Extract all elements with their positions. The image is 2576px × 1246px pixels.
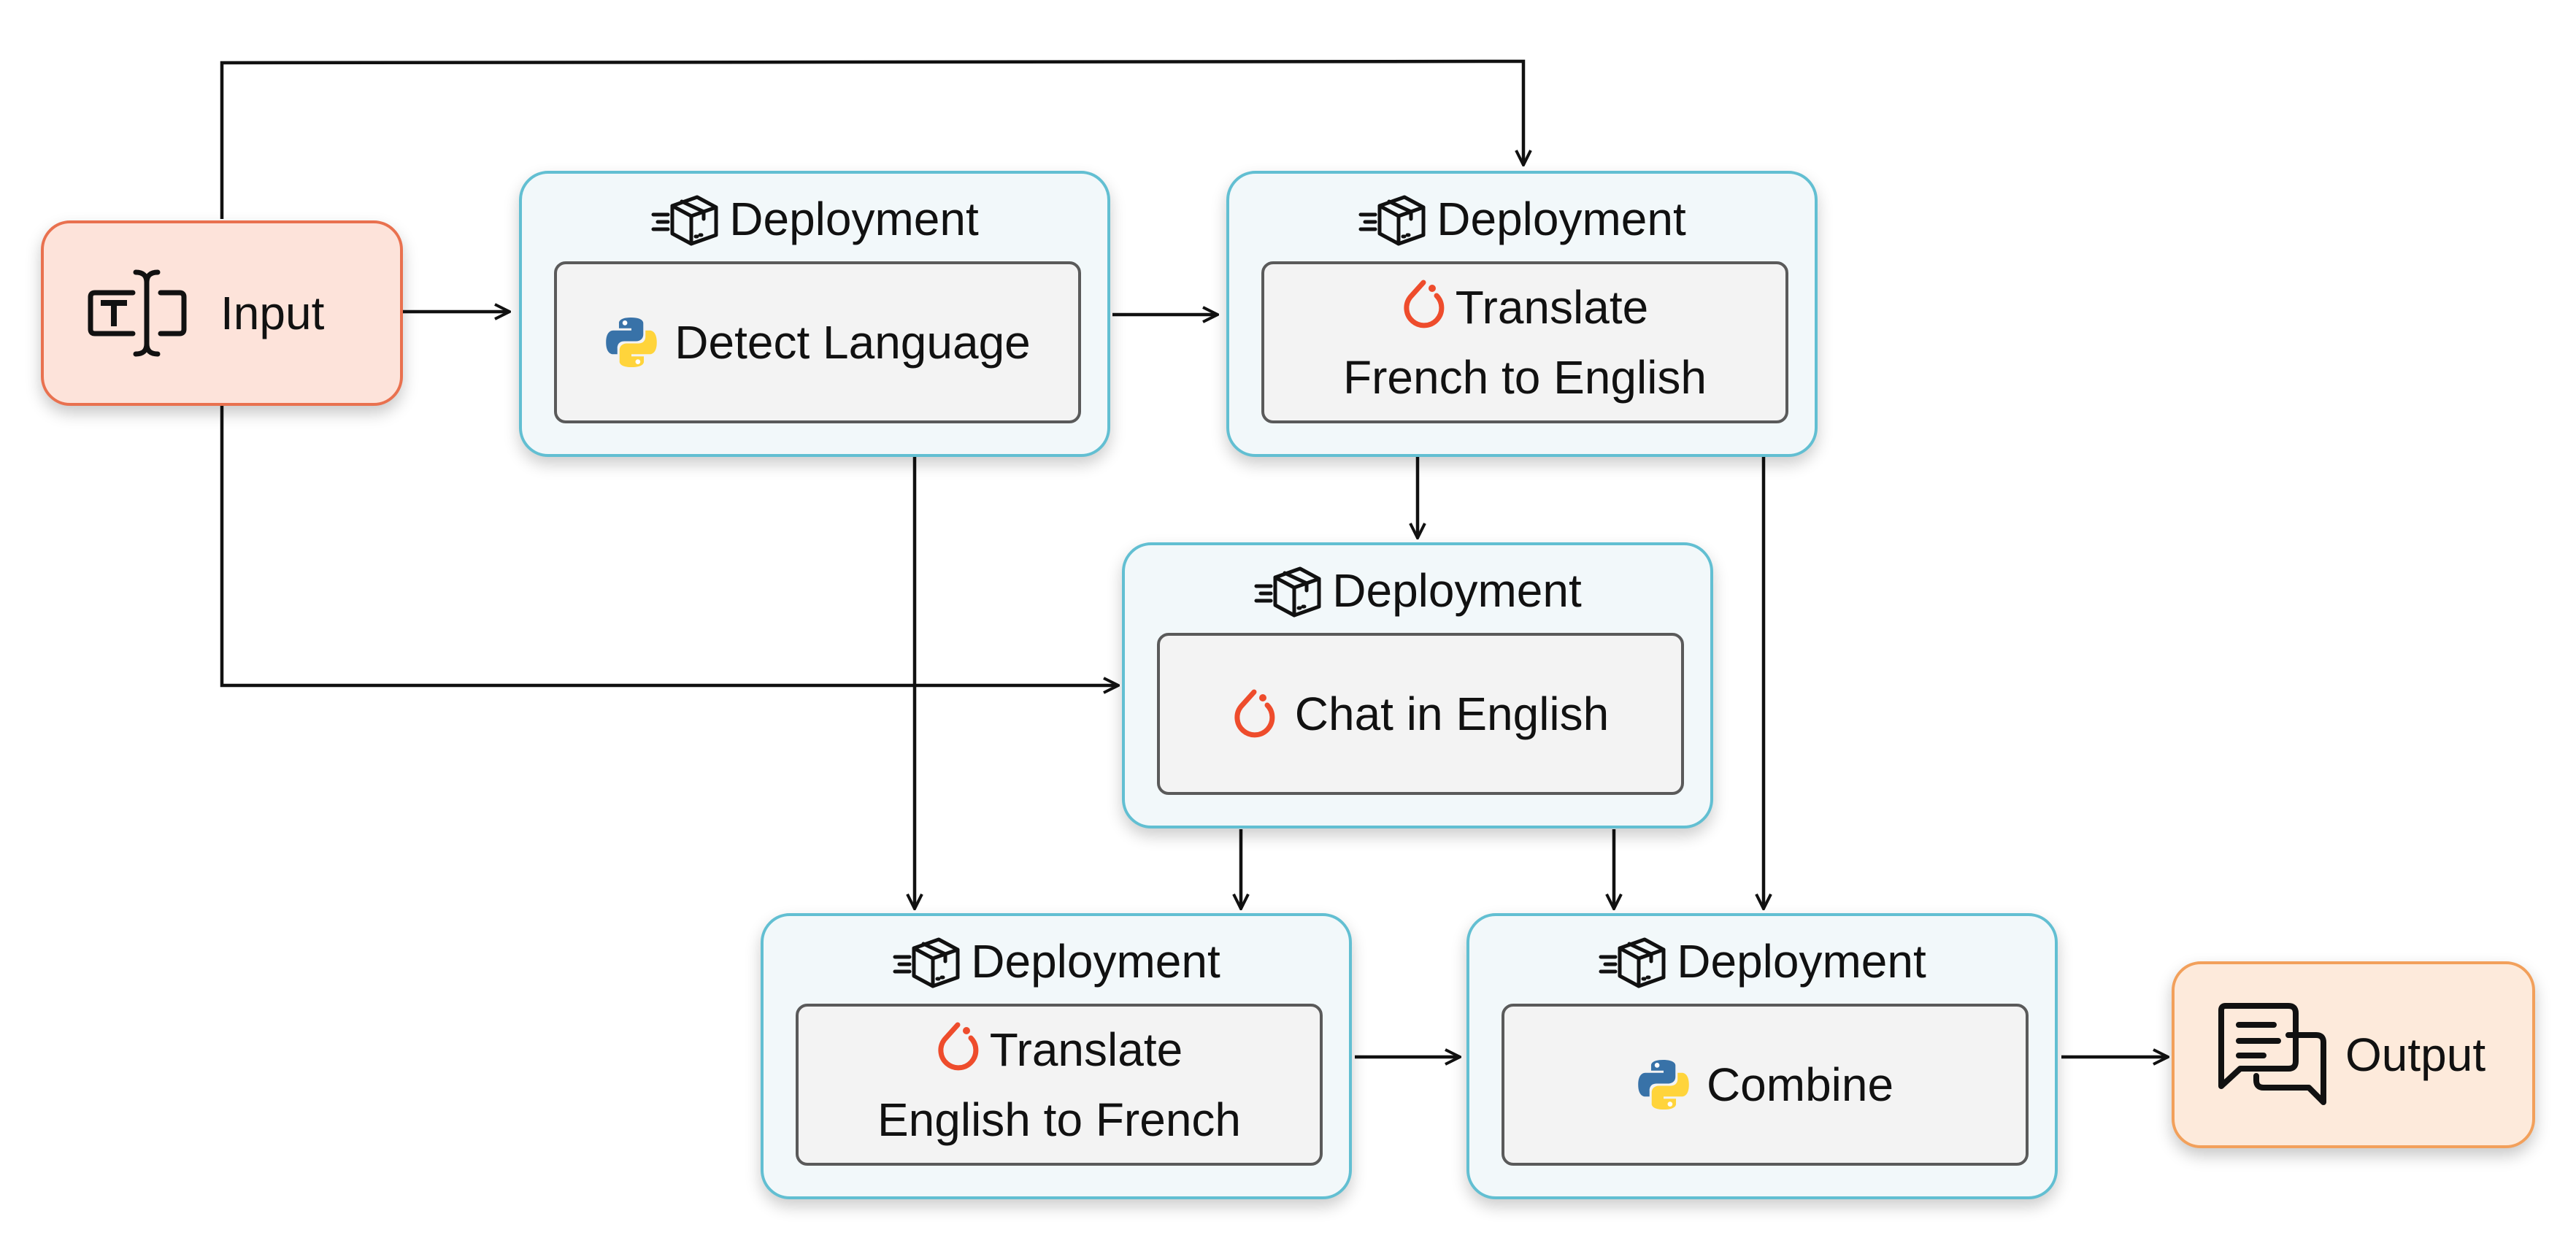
deployment-title: Deployment <box>1677 935 1926 988</box>
package-icon <box>1358 195 1426 246</box>
task-label-line-1: Translate <box>1343 272 1707 342</box>
pytorch-icon <box>938 1022 979 1071</box>
python-icon <box>606 317 658 368</box>
deployment-header: Deployment <box>522 190 1107 248</box>
task-label-line-2: English to French <box>877 1093 1242 1146</box>
deployment-title: Deployment <box>1437 193 1686 245</box>
package-icon <box>893 937 960 988</box>
task-translate-en-fr: Translate English to French <box>796 1004 1323 1166</box>
output-label: Output <box>2345 1028 2486 1081</box>
task-translate-fr-en: Translate French to English <box>1261 261 1788 423</box>
package-icon <box>1254 566 1321 618</box>
input-node: Input <box>41 220 403 406</box>
deployment-title: Deployment <box>729 193 979 245</box>
output-node: Output <box>2172 961 2535 1148</box>
deployment-combine: Deployment Combine <box>1466 913 2058 1199</box>
deployment-header: Deployment <box>1229 190 1815 248</box>
input-label: Input <box>220 287 325 339</box>
deployment-chat-english: Deployment Chat in English <box>1122 542 1713 828</box>
task-label: Detect Language <box>674 316 1031 369</box>
task-chat-english: Chat in English <box>1157 633 1684 795</box>
task-label: Translate French to English <box>1343 272 1707 412</box>
task-label-line-2: French to English <box>1342 351 1707 404</box>
deployment-detect-language: Deployment Detect Language <box>519 171 1110 457</box>
deployment-title: Deployment <box>971 935 1220 988</box>
task-label: Combine <box>1706 1058 1894 1111</box>
task-label: Chat in English <box>1294 688 1610 740</box>
task-detect-language: Detect Language <box>554 261 1081 423</box>
deployment-header: Deployment <box>1469 932 2055 991</box>
python-icon <box>1638 1059 1689 1110</box>
edge-input-to-translate-fr-en <box>220 59 1523 219</box>
edge-input-to-chat <box>220 405 1118 685</box>
package-icon <box>651 195 718 246</box>
chat-bubbles-icon <box>2218 1003 2326 1105</box>
deployment-header: Deployment <box>764 932 1349 991</box>
text-cursor-icon <box>88 269 187 357</box>
task-label: Translate English to French <box>877 1015 1241 1155</box>
task-label-line-1: Translate <box>877 1015 1241 1085</box>
deployment-header: Deployment <box>1125 561 1710 620</box>
deployment-title: Deployment <box>1332 564 1582 617</box>
pytorch-icon <box>1234 689 1275 738</box>
pytorch-icon <box>1404 280 1445 328</box>
package-icon <box>1599 937 1666 988</box>
deployment-translate-en-fr: Deployment Translate English to French <box>761 913 1352 1199</box>
task-combine: Combine <box>1502 1004 2029 1166</box>
deployment-translate-fr-en: Deployment Translate French to English <box>1226 171 1818 457</box>
